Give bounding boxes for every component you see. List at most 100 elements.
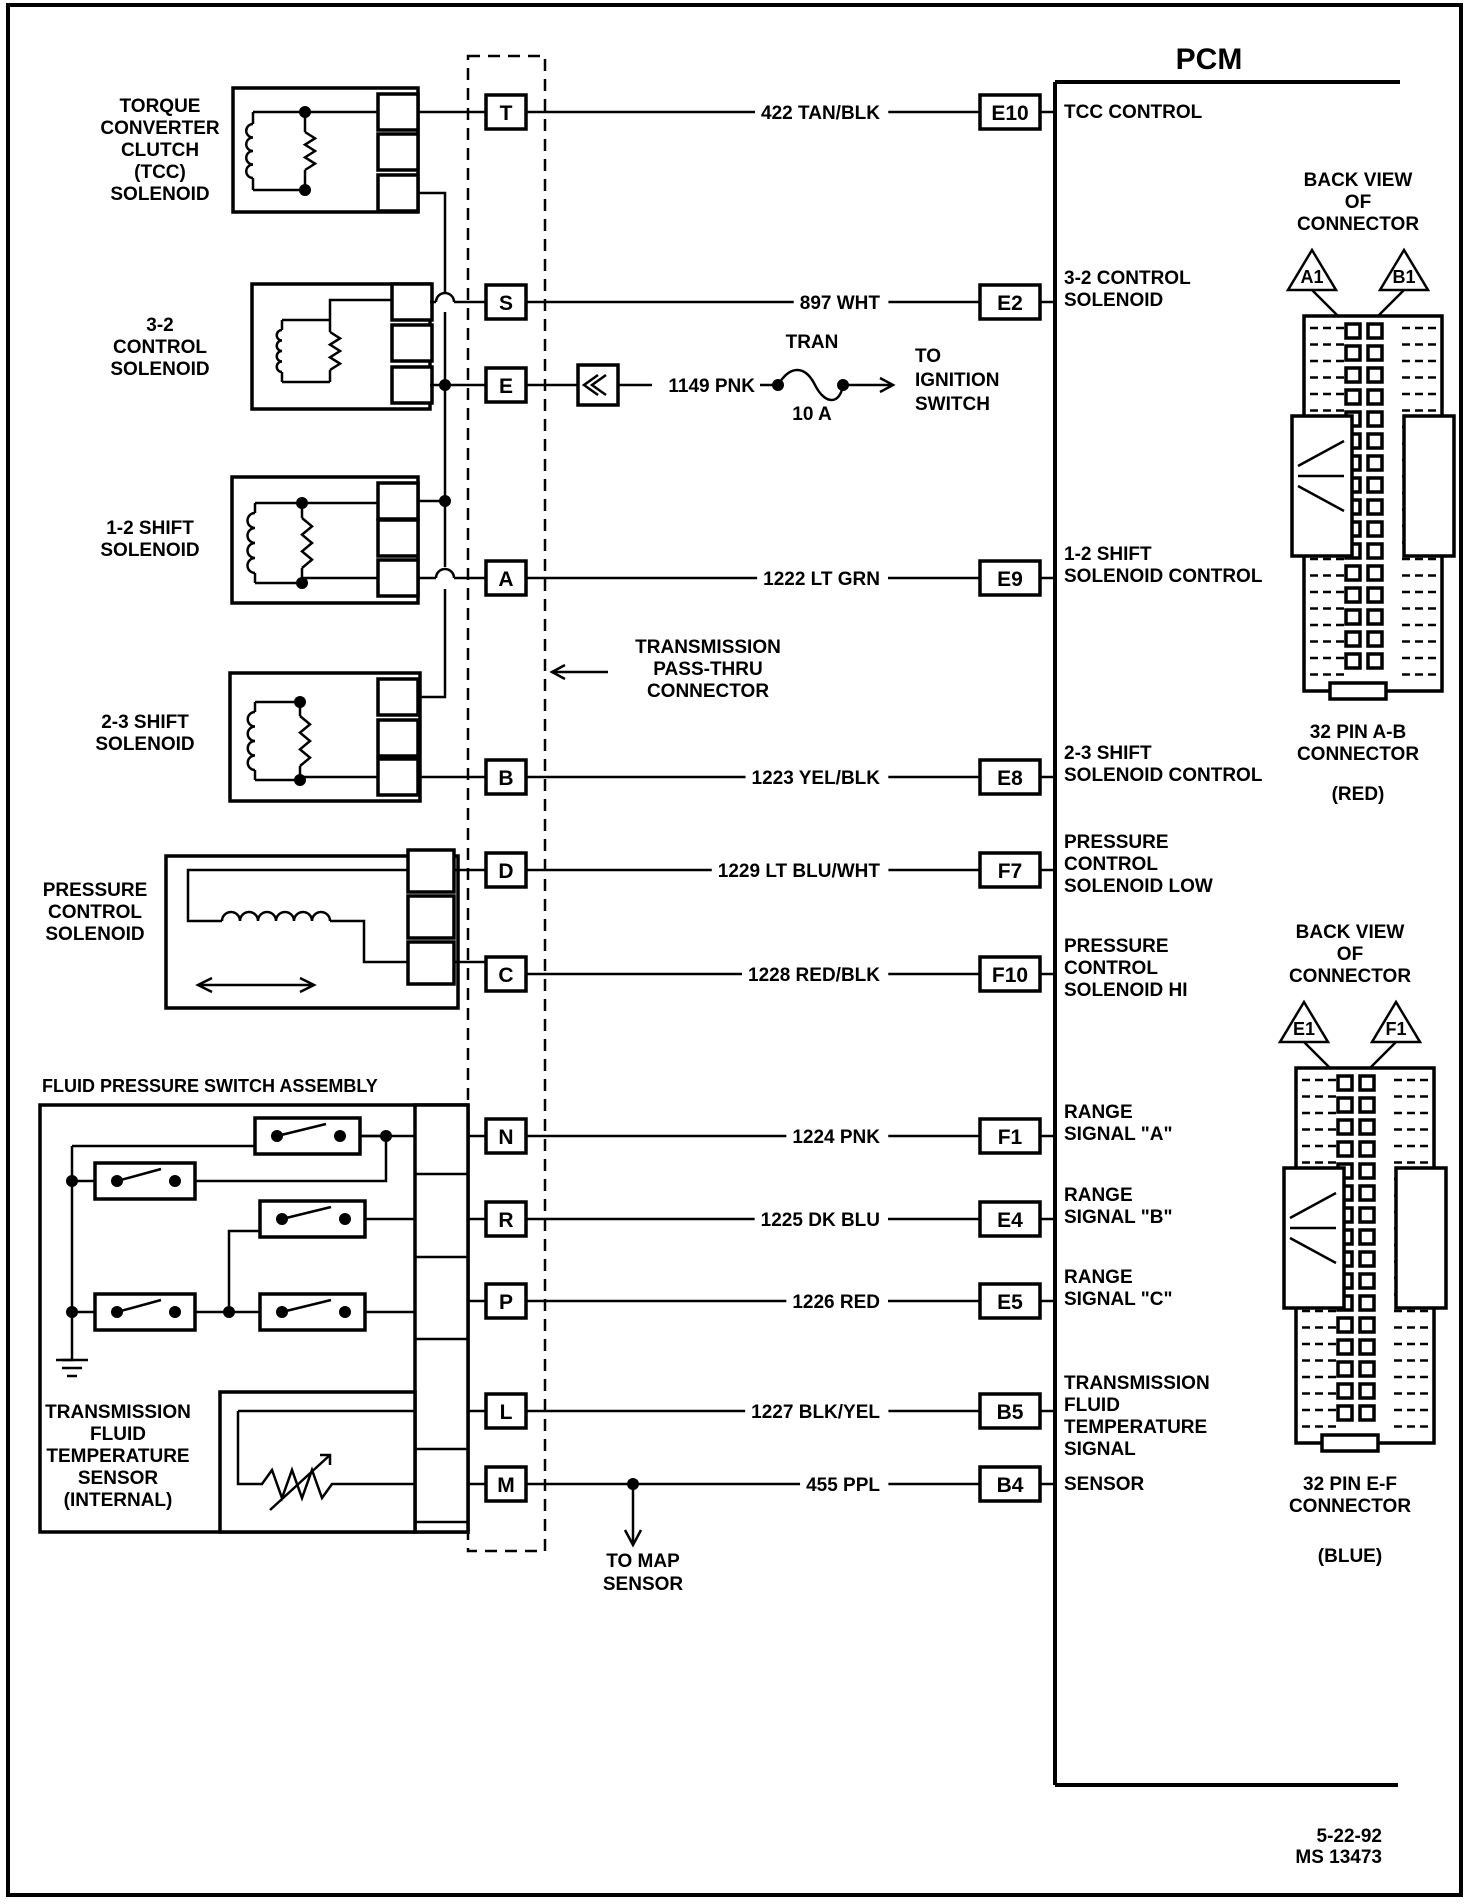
- passthru-pin-B: [484, 758, 528, 796]
- connector-back-view-label: CONNECTOR: [1297, 214, 1419, 235]
- resistor-icon: [327, 330, 343, 372]
- wire-label: 1222 LT GRN: [763, 569, 880, 590]
- pcm-pin-box: [978, 851, 1042, 889]
- resistor-icon: [298, 715, 312, 767]
- junction-dot: [339, 1213, 351, 1225]
- pcm-pin-label: RANGE: [1064, 1185, 1133, 1206]
- connector-cavity: [1344, 366, 1362, 384]
- wire-label-bg: [757, 564, 888, 592]
- pcm-pin-label: FLUID: [1064, 1395, 1120, 1416]
- solenoid-wiring: [328, 298, 392, 320]
- pcm-pin-label: 3-2 CONTROL: [1064, 268, 1191, 289]
- tft-sensor-box: [218, 1390, 417, 1534]
- terminal-cell: [376, 677, 420, 717]
- connector-cavity: [1358, 1360, 1376, 1378]
- connector-cavity: [1358, 1382, 1376, 1400]
- terminal-cell: [376, 558, 420, 598]
- terminal-cell: [376, 92, 420, 132]
- pin-triangle-label: F1: [1385, 1019, 1406, 1039]
- connector-cavity: [1344, 608, 1362, 626]
- solenoid-wiring: [282, 318, 330, 384]
- connector-back-view-label: OF: [1345, 192, 1371, 213]
- control32-solenoid-label: 3-2: [146, 315, 173, 336]
- pcm-pin-id: E10: [991, 102, 1028, 125]
- connector-cavity: [1366, 432, 1384, 450]
- connector-cavity: [1344, 652, 1362, 670]
- connector-latch-lines: [1289, 1191, 1337, 1265]
- terminal-cell: [390, 365, 434, 405]
- connector-cavity: [1366, 388, 1384, 406]
- connector-cavity: [1358, 1316, 1376, 1334]
- connector-cavity: [1366, 564, 1384, 582]
- junction-dot: [169, 1306, 181, 1318]
- pcm-pin-box: [978, 1200, 1042, 1238]
- connector-back-view-label: BACK VIEW: [1296, 922, 1405, 943]
- tft-sensor-label: TEMPERATURE: [46, 1446, 189, 1467]
- terminal-cell: [390, 323, 434, 363]
- wire-label: 1149 PNK: [668, 376, 755, 397]
- double-arrow-icon: [195, 976, 317, 994]
- connector-cavity: [1336, 1404, 1354, 1422]
- pcm-pin-id: F1: [998, 1126, 1023, 1149]
- terminal-cell: [406, 848, 456, 894]
- pcm-title: PCM: [1176, 43, 1243, 76]
- passthru-pin-label: T: [500, 102, 513, 125]
- ignition-label: IGNITION: [915, 370, 999, 391]
- wire-label: 1227 BLK/YEL: [751, 1402, 880, 1423]
- passthru-pin-label: S: [499, 292, 513, 315]
- connector-key: [1320, 1433, 1380, 1453]
- pcm-pin-label: SIGNAL "A": [1064, 1124, 1172, 1145]
- connector-name: CONNECTOR: [1297, 744, 1419, 765]
- connector-cavity: [1366, 410, 1384, 428]
- fuse-symbol: [776, 368, 845, 402]
- pcm-pin-label: SIGNAL "B": [1064, 1207, 1172, 1228]
- fps-label: FLUID PRESSURE SWITCH ASSEMBLY: [42, 1076, 378, 1096]
- pcm-pin-label: PRESSURE: [1064, 832, 1169, 853]
- switch-blade: [116, 1167, 162, 1183]
- pcm-pin-id: E9: [997, 568, 1023, 591]
- pcs-solenoid-label: PRESSURE: [43, 880, 148, 901]
- tcc-solenoid-label: (TCC): [134, 162, 186, 183]
- shift23-solenoid-label: 2-3 SHIFT: [101, 712, 189, 733]
- pcm-pin-label: CONTROL: [1064, 958, 1158, 979]
- wire-label-bg: [742, 960, 889, 988]
- passthru-pin-N: [484, 1117, 528, 1155]
- shift12-solenoid-label: 1-2 SHIFT: [106, 518, 194, 539]
- pcm-pin-box: [978, 1465, 1042, 1503]
- footer-label: 5-22-92: [1317, 1826, 1383, 1847]
- terminal-cell: [376, 481, 420, 521]
- fuse-label: TRAN: [786, 332, 839, 353]
- map-label: TO MAP: [606, 1551, 680, 1572]
- passthru-pin-label: B: [498, 767, 513, 790]
- pcm-pin-box: [978, 758, 1042, 796]
- coil-icon: [246, 710, 256, 772]
- connector-cavity: [1336, 1118, 1354, 1136]
- footer-label: MS 13473: [1295, 1847, 1382, 1868]
- fps-terminal-strip: [413, 1103, 470, 1534]
- pcm-pin-label: SOLENOID: [1064, 290, 1163, 311]
- solenoid-wiring: [251, 110, 305, 192]
- tft-sensor-label: (INTERNAL): [64, 1490, 173, 1511]
- feed-bus: [418, 191, 447, 292]
- passthru-label: TRANSMISSION: [635, 637, 781, 658]
- outer-border: [6, 3, 1463, 1897]
- connector-cavity: [1344, 564, 1362, 582]
- solenoid-wiring: [186, 868, 408, 923]
- connector-cavity: [1358, 1162, 1376, 1180]
- pcm-pin-id: B5: [997, 1401, 1024, 1424]
- pcm-pin-label: SENSOR: [1064, 1474, 1145, 1495]
- wire-label: 1228 RED/BLK: [748, 965, 880, 986]
- pcm-pin-label: SIGNAL "C": [1064, 1289, 1172, 1310]
- resistor-icon: [300, 517, 314, 569]
- passthru-pin-label: D: [498, 860, 513, 883]
- connector-cavity: [1358, 1140, 1376, 1158]
- passthru-label: PASS-THRU: [653, 659, 762, 680]
- connector-cavity: [1336, 1074, 1354, 1092]
- wire-label: 1226 RED: [792, 1292, 880, 1313]
- pcm-pin-label: TCC CONTROL: [1064, 102, 1203, 123]
- terminal-cell: [390, 282, 434, 322]
- switch-blade: [281, 1298, 332, 1314]
- passthru-pin-label: C: [498, 964, 513, 987]
- connector-cavity: [1358, 1228, 1376, 1246]
- arrow-head: [549, 663, 566, 681]
